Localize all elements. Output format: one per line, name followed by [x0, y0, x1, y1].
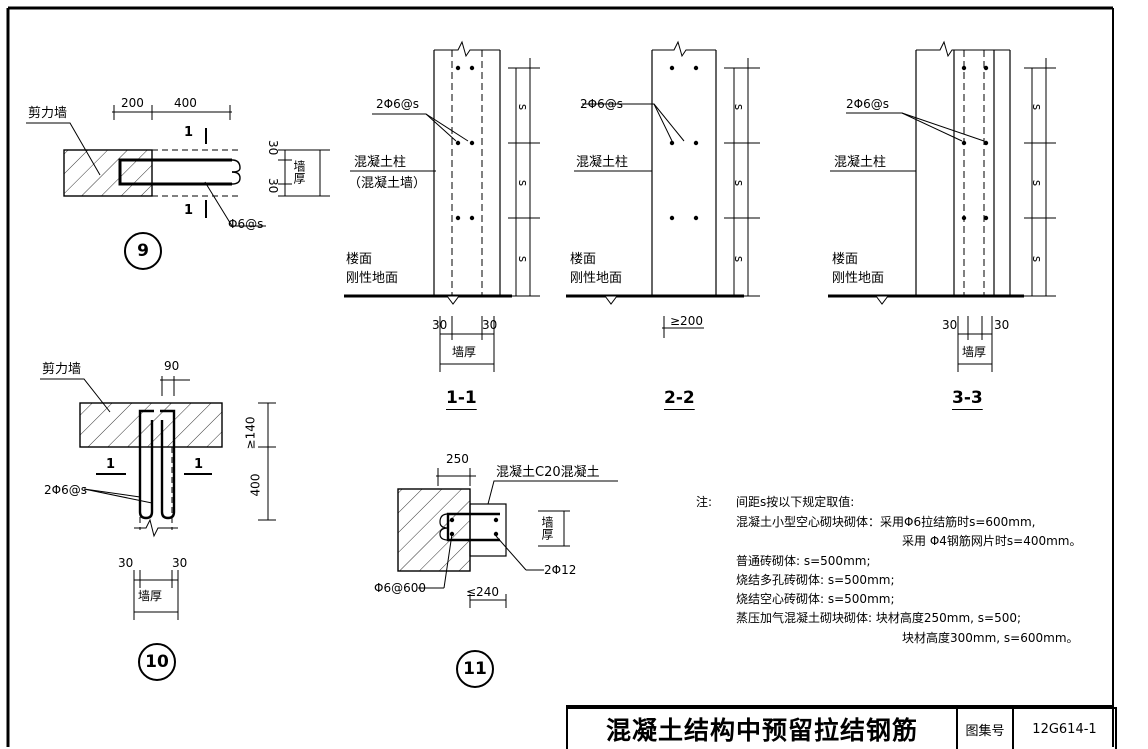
section-3-3-wall-thickness: 墙厚 [962, 345, 987, 359]
section-3-3-floor-label: 楼面 [832, 252, 859, 267]
section-2-2-ground-label: 刚性地面 [570, 271, 623, 286]
section-1-1-column-label: 混凝土柱 [354, 155, 407, 170]
section-3-3-dim-30-left: 30 [942, 318, 958, 332]
detail-10-dim-400: 400 [248, 473, 263, 497]
detail-10-rebar-label: 2Φ6@s [44, 483, 87, 497]
detail-9-dim-30-top: 30 [266, 140, 280, 156]
section-1-1-spacing-s-1: s [516, 103, 531, 111]
detail-10-cut-mark-left: 1 [106, 457, 116, 472]
detail-9-cut-mark-bottom: 1 [184, 203, 194, 218]
notes-line-5: 烧结空心砖砌体: s=500mm; [736, 592, 895, 606]
section-1-1-rebar-dots [455, 65, 475, 221]
section-2-2-rebar-dots [669, 65, 699, 221]
atlas-number: 12G614-1 [1012, 707, 1117, 749]
detail-10-cut-mark-right: 1 [194, 457, 204, 472]
section-1-1-spacing-s-2: s [516, 179, 531, 187]
detail-9-dim-400: 400 [174, 96, 197, 110]
detail-9-wall-thickness: 墙厚 [292, 160, 306, 184]
section-1-1-wall-thickness: 墙厚 [452, 345, 477, 359]
section-3-3-dim-30-right: 30 [994, 318, 1010, 332]
notes-line-1: 混凝土小型空心砌块砌体：采用Φ6拉结筋时s=600mm, [736, 515, 1036, 529]
section-1-1-floor-label: 楼面 [346, 252, 373, 267]
sheet-frame [6, 6, 1114, 747]
section-3-3-title: 3-3 [952, 388, 983, 408]
section-1-1-dim-30-left: 30 [432, 318, 448, 332]
section-2-2-drawing [566, 40, 760, 338]
detail-11-rebar-dots [449, 517, 499, 537]
section-3-3-spacing-s-2: s [1030, 179, 1045, 187]
section-1-1-rebar-label: 2Φ6@s [376, 97, 419, 111]
detail-9-dim-200: 200 [121, 96, 144, 110]
detail-11-wall-thickness: 墙厚 [540, 516, 554, 540]
section-2-2-column-label: 混凝土柱 [576, 155, 629, 170]
section-3-3-drawing [828, 40, 1056, 372]
detail-9-rebar-label: Φ6@s [228, 217, 264, 231]
detail-9-dim-30-bottom: 30 [266, 178, 280, 194]
notes-line-0: 间距s按以下规定取值: [736, 495, 855, 509]
section-2-2-spacing-s-1: s [732, 103, 747, 111]
section-3-3-ground-label: 刚性地面 [832, 271, 885, 286]
detail-10-drawing [40, 376, 276, 620]
section-1-1-column-alt-label: （混凝土墙） [348, 176, 427, 191]
section-2-2-spacing-s-2: s [732, 179, 747, 187]
section-3-3-spacing-s-1: s [1030, 103, 1045, 111]
section-2-2-dim-200: ≥200 [670, 314, 703, 328]
detail-9-cut-mark-top: 1 [184, 125, 194, 140]
notes-line-7: 块材高度300mm, s=600mm。 [902, 631, 1079, 645]
section-2-2-floor-label: 楼面 [570, 252, 597, 267]
section-3-3-rebar-label: 2Φ6@s [846, 97, 889, 111]
drawing-title: 混凝土结构中预留拉结钢筋 [566, 707, 956, 749]
section-2-2-rebar-label: 2Φ6@s [580, 97, 623, 111]
detail-11-concrete-label: 混凝土C20混凝土 [496, 465, 600, 480]
section-2-2-spacing-s-3: s [732, 255, 747, 263]
section-3-3-spacing-s-3: s [1030, 255, 1045, 263]
section-1-1-title: 1-1 [446, 388, 477, 408]
section-1-1-ground-label: 刚性地面 [346, 271, 399, 286]
detail-10-wall-thickness: 墙厚 [138, 589, 163, 603]
detail-11-marker: 11 [456, 650, 494, 688]
detail-9-drawing [26, 105, 330, 227]
detail-10-dim-30-left: 30 [118, 556, 134, 570]
detail-9-marker: 9 [124, 232, 162, 270]
section-1-1-drawing [344, 40, 540, 372]
detail-11-dim-240: ≤240 [466, 585, 499, 599]
detail-10-dim-90: 90 [164, 359, 180, 373]
section-3-3-column-label: 混凝土柱 [834, 155, 887, 170]
detail-10-shear-wall-label: 剪力墙 [42, 362, 82, 377]
detail-10-dim-30-right: 30 [172, 556, 188, 570]
detail-9-shear-wall-label: 剪力墙 [28, 106, 68, 121]
atlas-label: 图集号 [956, 707, 1012, 749]
notes-line-4: 烧结多孔砖砌体: s=500mm; [736, 573, 895, 587]
notes-line-3: 普通砖砌体: s=500mm; [736, 554, 871, 568]
section-2-2-title: 2-2 [664, 388, 695, 408]
notes-line-6: 蒸压加气混凝土砌块砌体: 块材高度250mm, s=500; [736, 611, 1022, 625]
section-3-3-rebar-dots [961, 65, 989, 221]
detail-10-dim-140: ≥140 [243, 416, 258, 450]
detail-11-rebar-main: 2Φ12 [544, 563, 577, 577]
section-1-1-dim-30-right: 30 [482, 318, 498, 332]
detail-10-marker: 10 [138, 643, 176, 681]
section-1-1-spacing-s-3: s [516, 255, 531, 263]
detail-11-drawing [397, 468, 618, 608]
detail-11-rebar-stirrup: Φ6@600 [374, 581, 426, 595]
notes-head: 注: [696, 495, 713, 509]
notes-line-2: 采用 Φ4钢筋网片时s=400mm。 [902, 534, 1082, 548]
detail-11-dim-250: 250 [446, 452, 469, 466]
